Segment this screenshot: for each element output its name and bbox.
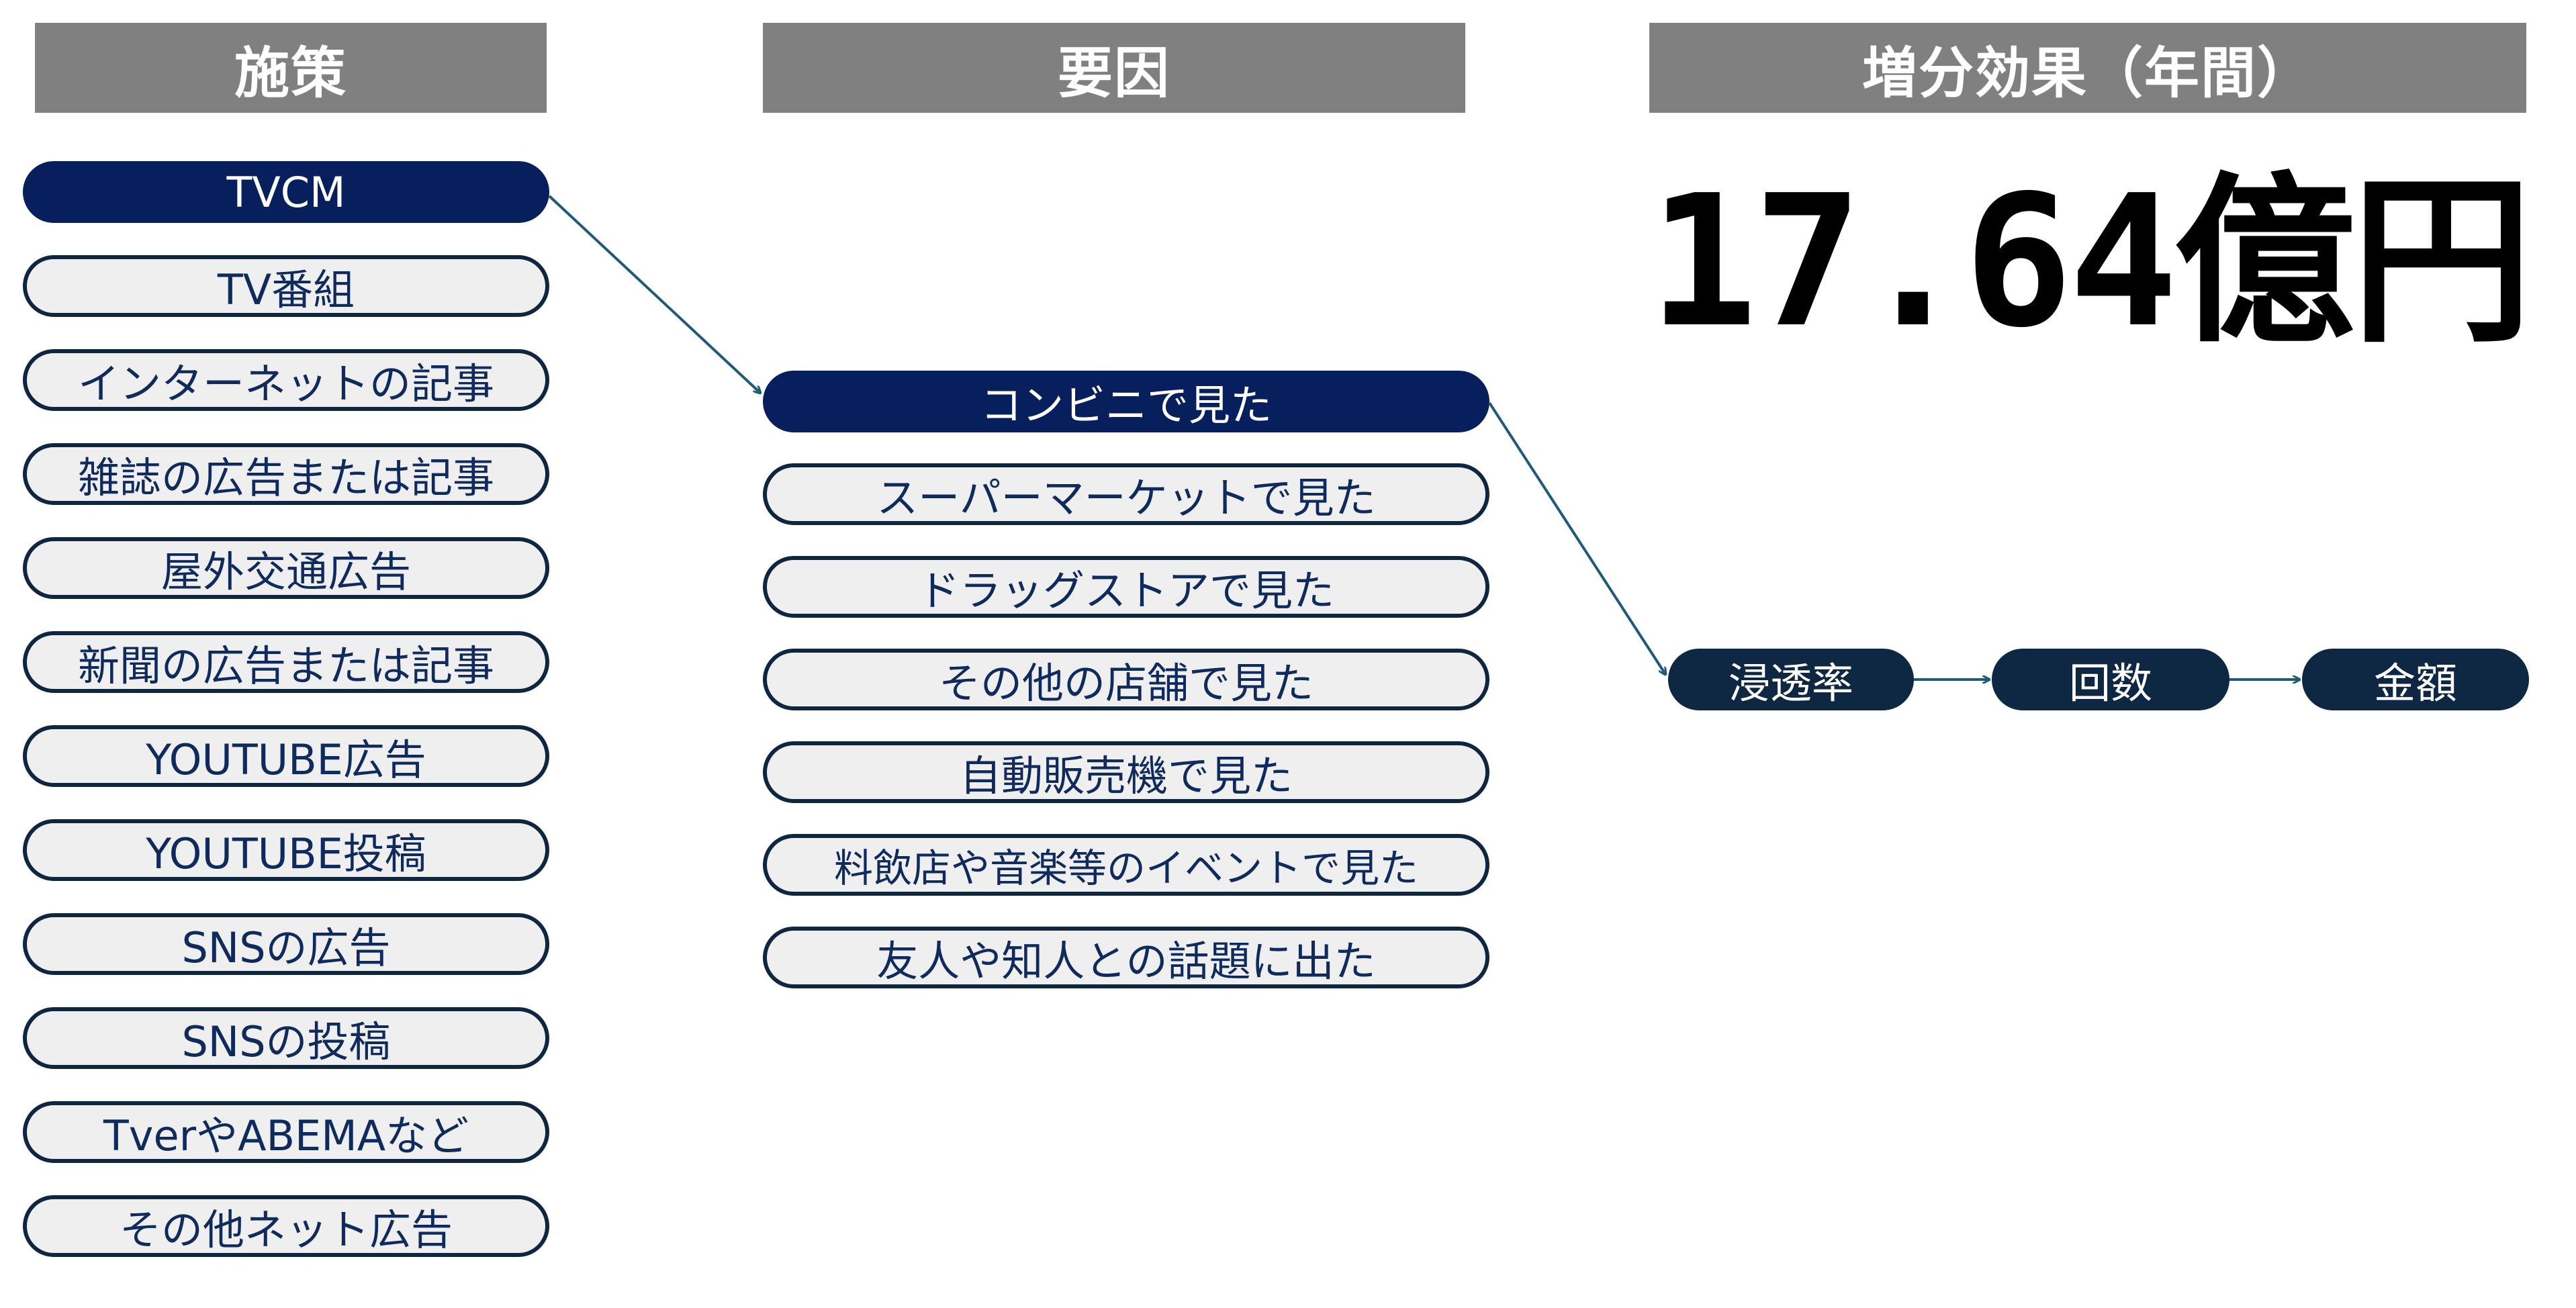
factor-vending-machine[interactable]: 自動販売機で見た <box>763 741 1489 803</box>
measure-sns-ad[interactable]: SNSの広告 <box>23 913 549 975</box>
effect-value: 17.64億円 <box>1648 155 2533 367</box>
metric-amount[interactable]: 金額 <box>2302 649 2529 710</box>
measure-magazine[interactable]: 雑誌の広告または記事 <box>23 443 549 505</box>
measure-tv-program[interactable]: TV番組 <box>23 255 549 317</box>
factor-other-store[interactable]: その他の店舗で見た <box>763 649 1489 710</box>
measures-header: 施策 <box>35 23 547 113</box>
measure-youtube-post[interactable]: YOUTUBE投稿 <box>23 819 549 881</box>
factor-restaurant-event[interactable]: 料飲店や音楽等のイベントで見た <box>763 834 1489 896</box>
factor-supermarket[interactable]: スーパーマーケットで見た <box>763 463 1489 525</box>
factor-friends-topic[interactable]: 友人や知人との話題に出た <box>763 927 1489 988</box>
metric-penetration-rate[interactable]: 浸透率 <box>1668 649 1914 710</box>
factor-drugstore[interactable]: ドラッグストアで見た <box>763 556 1489 618</box>
measure-newspaper[interactable]: 新聞の広告または記事 <box>23 631 549 693</box>
measure-other-net-ad[interactable]: その他ネット広告 <box>23 1195 549 1257</box>
connector-measure-to-factor <box>548 195 760 393</box>
measure-sns-post[interactable]: SNSの投稿 <box>23 1007 549 1069</box>
measure-tver-abema[interactable]: TverやABEMAなど <box>23 1101 549 1163</box>
measure-youtube-ad[interactable]: YOUTUBE広告 <box>23 725 549 787</box>
effect-header: 増分効果（年間） <box>1649 23 2526 113</box>
factor-convenience-store[interactable]: コンビニで見た <box>763 371 1489 432</box>
factors-header: 要因 <box>763 23 1465 113</box>
connector-factor-to-metric <box>1488 402 1665 674</box>
measure-internet-article[interactable]: インターネットの記事 <box>23 349 549 411</box>
metric-frequency[interactable]: 回数 <box>1992 649 2229 710</box>
measure-outdoor-transit[interactable]: 屋外交通広告 <box>23 537 549 599</box>
measure-tvcm[interactable]: TVCM <box>23 161 549 223</box>
